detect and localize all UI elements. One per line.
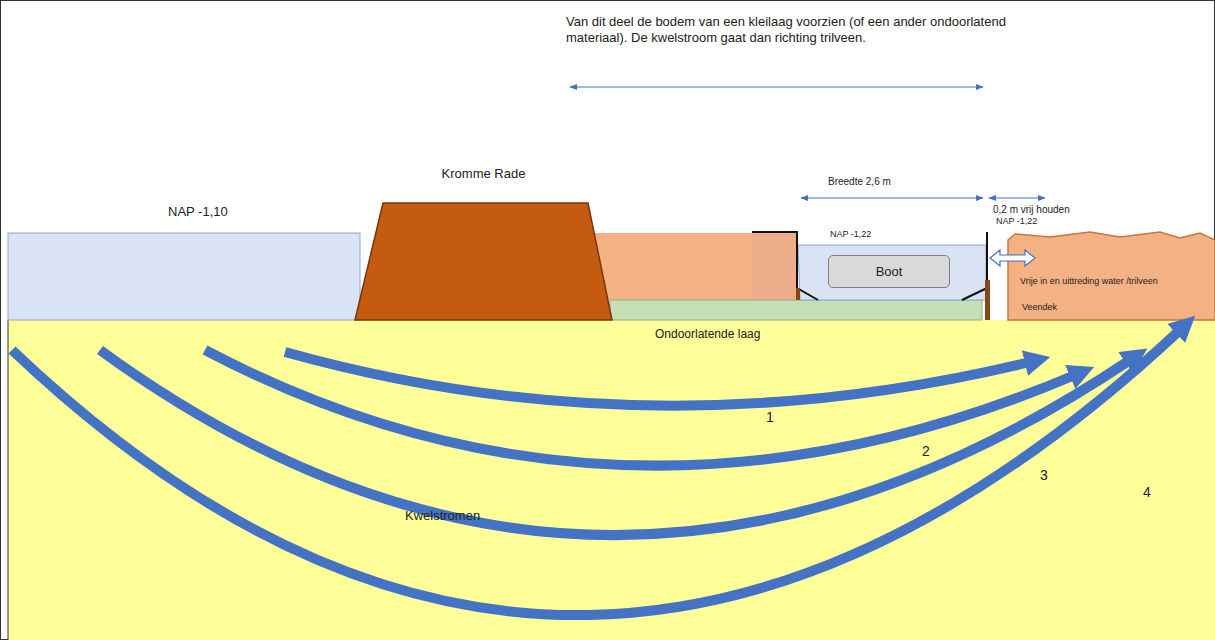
sheet-pile — [752, 232, 818, 300]
area-label: Veendek — [1022, 302, 1057, 313]
note-text: Van dit deel de bodem van een kleilaag v… — [566, 14, 1026, 47]
dike-shape: Kromme Rade — [355, 166, 612, 320]
post — [796, 288, 800, 300]
seepage-flow — [205, 350, 1075, 466]
dimension-arrow — [801, 197, 983, 198]
clay-layer — [610, 300, 982, 320]
sand-layer — [8, 320, 1215, 640]
layer-label: Ondoorlatende laag — [655, 327, 760, 342]
boat-box: Boot — [828, 255, 950, 288]
dimension-label: 0,2 m vrij houden — [993, 204, 1070, 217]
exchange-arrow — [990, 250, 1035, 266]
ground-fill — [595, 233, 755, 300]
post — [985, 280, 990, 320]
dimension-arrow — [989, 197, 1045, 198]
layer-label: Kwelstromen — [405, 508, 480, 524]
canal-water — [798, 245, 986, 300]
sheet-pile — [962, 232, 987, 300]
span-arrow — [570, 86, 983, 87]
seepage-flow — [100, 350, 1130, 535]
water-left — [8, 233, 360, 320]
area-label: Vrije in en uittreding water /trilveen — [1020, 276, 1158, 287]
level-label: NAP -1,10 — [168, 204, 228, 220]
callout-number: 3 — [1040, 467, 1048, 485]
boat-label: Boot — [876, 264, 903, 279]
callout-number: 4 — [1143, 484, 1151, 502]
dike — [355, 203, 612, 320]
dike-name: Kromme Rade — [442, 166, 526, 181]
callout-number: 2 — [922, 443, 930, 461]
callout-number: 1 — [766, 409, 774, 427]
ground-fill — [752, 233, 798, 300]
level-label: NAP -1,22 — [996, 216, 1037, 227]
level-label: NAP -1,22 — [830, 229, 871, 240]
seepage-flow — [12, 330, 1180, 615]
peat-layer — [1008, 232, 1215, 320]
dimension-label: Breedte 2,6 m — [828, 176, 891, 189]
seepage-flow — [285, 352, 1030, 406]
